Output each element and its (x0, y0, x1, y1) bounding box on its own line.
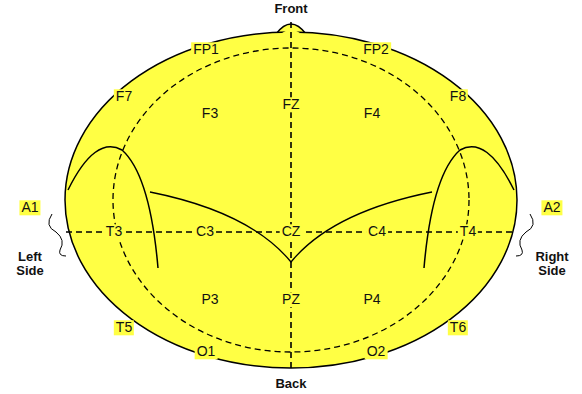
direction-label: Front (274, 2, 307, 16)
electrode-label: FZ (280, 97, 301, 112)
electrode-label: C4 (366, 224, 388, 239)
electrode-label: C3 (194, 224, 216, 239)
left-ear (68, 147, 158, 268)
electrode-label: O2 (365, 344, 388, 359)
electrode-label: FP1 (191, 42, 221, 57)
electrode-label: CZ (280, 224, 303, 239)
electrode-label: PZ (280, 292, 302, 307)
electrode-label: F3 (200, 106, 220, 121)
a2-lead (516, 214, 533, 256)
electrode-label: T5 (114, 320, 134, 335)
electrode-label: F4 (362, 106, 382, 121)
electrode-label: T4 (458, 224, 478, 239)
a1-lead (49, 214, 66, 256)
electrode-label: A1 (19, 200, 40, 215)
direction-label: Back (275, 377, 306, 391)
right-ear (424, 147, 514, 268)
electrode-label: T6 (448, 320, 468, 335)
electrode-label: FP2 (361, 42, 391, 57)
electrode-label: O1 (195, 344, 218, 359)
electrode-label: P4 (361, 292, 382, 307)
direction-label: Left Side (6, 250, 54, 279)
electrode-label: T3 (104, 224, 124, 239)
electrode-label: F7 (114, 89, 134, 104)
vertex-curve (150, 192, 432, 262)
midline (290, 22, 292, 370)
direction-label: Right Side (528, 250, 576, 279)
electrode-label: A2 (541, 200, 562, 215)
electrode-label: P3 (199, 292, 220, 307)
electrode-label: F8 (448, 89, 468, 104)
